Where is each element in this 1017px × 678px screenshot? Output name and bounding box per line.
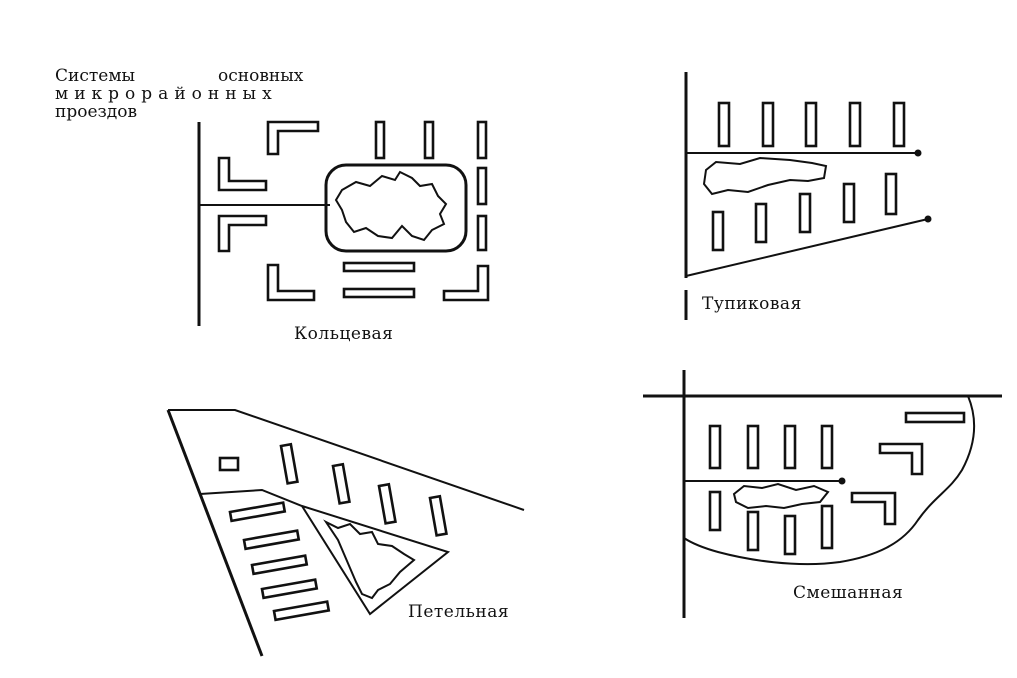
loop-building-7 (250, 554, 309, 576)
loop-building-5 (228, 501, 287, 523)
loop-building-8 (260, 578, 319, 600)
loop-building-4 (428, 494, 448, 537)
loop-building-square (218, 456, 240, 472)
mixed-boundary-road (683, 395, 976, 566)
mixed-building-l-1 (878, 442, 924, 476)
ring-building-2 (423, 120, 435, 160)
mixed-panel (643, 370, 1002, 618)
ring-building-l-3 (217, 214, 268, 253)
loop-road (199, 488, 451, 616)
deadend-building-7 (754, 202, 768, 244)
loop-panel (166, 409, 525, 657)
loop-building-2 (331, 462, 351, 505)
deadend-building-2 (761, 101, 775, 148)
ring-green-area (334, 170, 448, 242)
deadend-building-10 (884, 172, 898, 216)
loop-building-9 (272, 600, 331, 622)
ring-building-3 (476, 120, 488, 160)
loop-main-road (166, 409, 264, 657)
title-line-1-left: Системы (55, 66, 136, 86)
ring-panel (197, 120, 490, 326)
mixed-building-l-2 (850, 491, 897, 526)
ring-building-7 (342, 287, 416, 299)
loop-building-1 (279, 442, 299, 485)
title-line-1-right: основных (218, 66, 304, 86)
caption-ring: Кольцевая (294, 324, 394, 344)
ring-building-1 (374, 120, 386, 160)
caption-mixed: Смешанная (793, 583, 904, 603)
ring-building-l-4 (266, 263, 316, 302)
deadend-building-6 (711, 210, 725, 252)
deadend-building-1 (717, 101, 731, 148)
title-line-2: микрорайонных (55, 84, 278, 104)
loop-building-6 (242, 529, 301, 551)
loop-green-area (323, 519, 416, 600)
deadend-panel (684, 72, 932, 320)
ring-building-6 (342, 261, 416, 273)
caption-loop: Петельная (408, 602, 510, 622)
title-line-3: проездов (55, 102, 138, 122)
deadend-building-5 (892, 101, 906, 148)
mixed-green-area (732, 482, 830, 510)
ring-building-l-5 (442, 264, 490, 302)
caption-deadend: Тупиковая (702, 294, 802, 314)
mixed-building-9 (904, 411, 966, 424)
deadend-turnaround-1 (914, 149, 922, 157)
mixed-building-1 (708, 424, 722, 470)
loop-building-3 (377, 482, 397, 525)
deadend-green-area (702, 156, 828, 196)
mixed-building-7 (783, 514, 797, 556)
mixed-building-3 (783, 424, 797, 470)
loop-outer-road (168, 409, 525, 511)
mixed-building-6 (746, 510, 760, 552)
deadend-building-8 (798, 192, 812, 234)
mixed-building-4 (820, 424, 834, 470)
deadend-building-4 (848, 101, 862, 148)
ring-building-l-2 (217, 156, 268, 192)
mixed-turnaround (838, 477, 846, 485)
mixed-building-2 (746, 424, 760, 470)
mixed-building-5 (708, 490, 722, 532)
ring-building-5 (476, 214, 488, 252)
deadend-building-3 (804, 101, 818, 148)
ring-building-4 (476, 166, 488, 206)
ring-building-l-1 (266, 120, 320, 156)
deadend-building-9 (842, 182, 856, 224)
deadend-road-2 (685, 218, 929, 277)
deadend-turnaround-2 (924, 215, 932, 223)
ring-loop-road (324, 163, 468, 253)
mixed-building-8 (820, 504, 834, 550)
